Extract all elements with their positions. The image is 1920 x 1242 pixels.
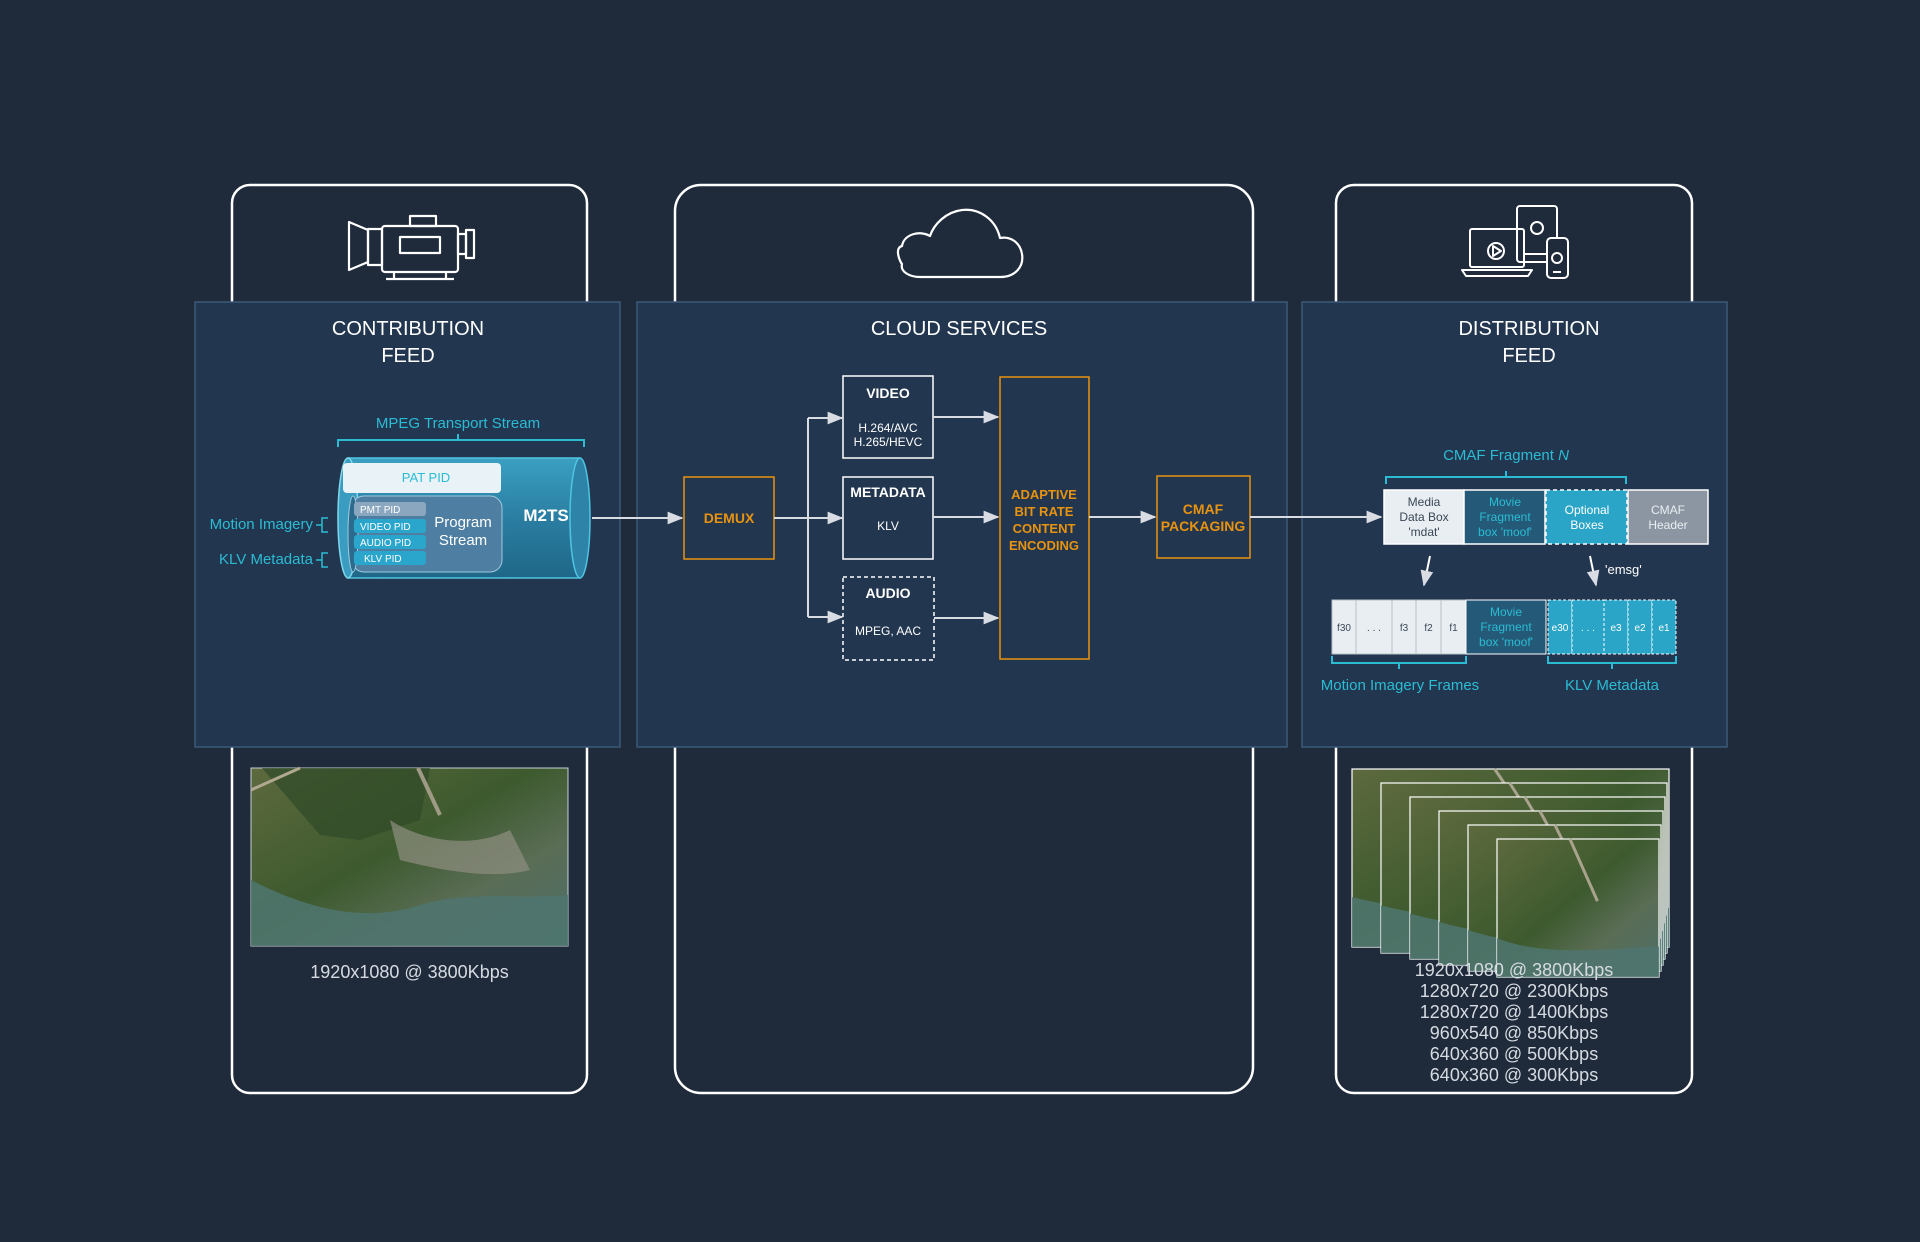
klv-cell [1547,599,1573,655]
program-stream-line2: Stream [439,532,487,549]
frame-cell-label: . . . [1367,623,1381,634]
rendition-label: 1280x720 @ 1400Kbps [1419,1002,1609,1022]
klv-cell-label: e3 [1610,623,1622,634]
klv-cell [1571,599,1605,655]
rendition-label: 640x360 @ 300Kbps [1429,1065,1599,1085]
demux-label: DEMUX [704,510,755,526]
motion-frames-row: f30 . . . f3 f2 f1 [1331,599,1467,655]
moof-box-lower [1465,599,1547,655]
video-title: VIDEO [866,385,910,401]
program-stream-line1: Program [434,514,492,531]
rendition-label: 640x360 @ 500Kbps [1429,1044,1599,1064]
frame-cell [1331,599,1357,655]
video-camera-icon [347,214,476,281]
frame-cell-label: f30 [1337,623,1351,634]
arrow-optional-down [1586,555,1600,587]
frame-cell [1355,599,1393,655]
mdat-line2: Data Box [1399,510,1448,524]
klv-cell [1603,599,1629,655]
cloud-icon [896,208,1024,279]
m2ts-label: M2TS [523,506,568,525]
rendition-label: 1920x1080 @ 3800Kbps [1414,960,1614,980]
klv-metadata-left-label: KLV Metadata [219,551,314,568]
motion-imagery-label: Motion Imagery [210,516,314,533]
klv-bracket-left [316,552,328,568]
emsg-label: 'emsg' [1605,562,1642,577]
abr-line2: BIT RATE [1015,504,1074,519]
rendition-stack [1351,768,1670,978]
klv-metadata-bracket [1547,656,1677,669]
moof-lower-line3: box 'moof' [1479,635,1533,649]
motion-imagery-bracket [316,517,328,533]
m2ts-cylinder [337,457,591,579]
mdat-line1: Media [1408,495,1441,509]
header-line1: CMAF [1651,503,1685,517]
audio-codec: MPEG, AAC [855,624,921,638]
mpeg-bracket [337,434,585,447]
distribution-title-line2: FEED [1502,345,1555,367]
frame-cell-label: f3 [1400,623,1409,634]
mdat-line3: 'mdat' [1408,525,1439,539]
aerial-image [250,766,569,947]
motion-frames-bracket [1331,656,1467,669]
rendition-thumbnail [1496,838,1660,978]
cmaf-fragment-label: CMAF Fragment N [1443,447,1569,464]
cloud-panel [636,301,1288,748]
contribution-caption: 1920x1080 @ 3800Kbps [310,962,509,982]
cmaf-fragment-bracket [1385,471,1627,484]
video-pid-label: VIDEO PID [360,522,411,533]
frame-cell-label: f2 [1424,623,1433,634]
klv-cell-label: e30 [1552,623,1569,634]
pmt-pid-label: PMT PID [360,505,400,516]
moof-line3: box 'moof' [1478,525,1532,539]
cmaf-line1: CMAF [1183,501,1224,517]
metadata-title: METADATA [850,484,925,500]
cmaf-line2: PACKAGING [1161,518,1246,534]
frame-cell [1440,599,1467,655]
rendition-label: 1280x720 @ 2300Kbps [1419,981,1609,1001]
motion-frames-label: Motion Imagery Frames [1321,677,1479,694]
moof-line2: Fragment [1479,510,1531,524]
video-codec-1: H.264/AVC [858,421,917,435]
klv-pid-label: KLV PID [364,554,402,565]
cloud-title: CLOUD SERVICES [871,318,1047,340]
mpeg-transport-stream-label: MPEG Transport Stream [376,415,540,432]
cmaf-header-box [1627,489,1709,545]
moof-box [1463,489,1546,545]
metadata-klv: KLV [877,519,899,533]
pat-pid-label: PAT PID [402,470,450,485]
contribution-title-line1: CONTRIBUTION [332,318,484,340]
contribution-title-line2: FEED [381,345,434,367]
optional-line2: Boxes [1570,518,1603,532]
audio-box [842,576,935,661]
optional-line1: Optional [1565,503,1610,517]
distribution-title-line1: DISTRIBUTION [1458,318,1599,340]
klv-cell-label: e2 [1634,623,1646,634]
klv-cells-row: e30 . . . e3 e2 e1 [1547,599,1677,655]
optional-boxes [1545,489,1628,545]
video-codec-2: H.265/HEVC [854,435,923,449]
moof-lower-line2: Fragment [1480,620,1532,634]
header-line2: Header [1648,518,1687,532]
frame-cell-label: f1 [1449,623,1458,634]
rendition-label: 960x540 @ 850Kbps [1429,1023,1599,1043]
klv-cell [1651,599,1677,655]
devices-icon [1461,205,1569,279]
arrow-mdat-down [1420,555,1434,587]
klv-cell-label: e1 [1658,623,1670,634]
mdat-box [1383,489,1465,545]
klv-cell [1627,599,1653,655]
audio-pid-label: AUDIO PID [360,538,411,549]
abr-line4: ENCODING [1009,538,1079,553]
klv-metadata-right-label: KLV Metadata [1565,677,1660,694]
moof-line1: Movie [1489,495,1521,509]
abr-line3: CONTENT [1013,521,1076,536]
moof-lower-line1: Movie [1490,605,1522,619]
audio-title: AUDIO [865,585,910,601]
klv-cell-label: . . . [1581,623,1595,634]
abr-line1: ADAPTIVE [1011,487,1077,502]
